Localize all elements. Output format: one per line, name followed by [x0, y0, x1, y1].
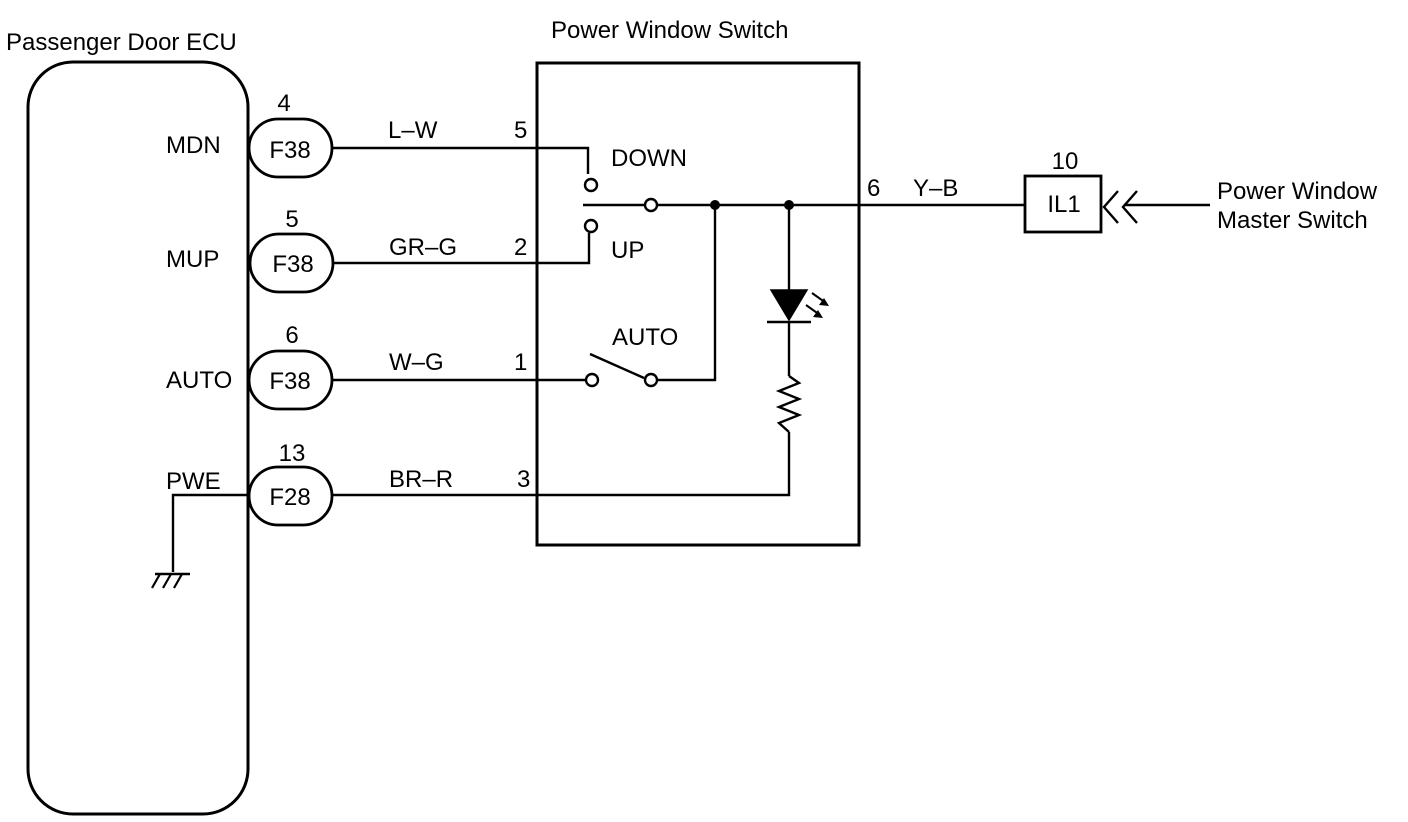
up-label: UP [611, 237, 644, 264]
connector-code: F38 [272, 251, 313, 278]
output-connector-box [1023, 174, 1103, 234]
switch-pin-label: 2 [514, 234, 527, 261]
down-label: DOWN [611, 145, 687, 172]
ecu-pin-mup: MUP [166, 246, 219, 273]
connector-pin-number: 5 [285, 206, 298, 233]
pwe-ground-wire [171, 493, 248, 572]
destination-line1: Power Window [1217, 178, 1378, 205]
ecu-box [26, 60, 250, 816]
resistor-icon [775, 375, 803, 433]
ground-icon [151, 572, 190, 589]
connector-auto: 6 F38 [247, 322, 334, 411]
output-wire-label: Y–B [913, 175, 958, 202]
output-connector-pin: 10 [1052, 148, 1079, 175]
junction-dot [710, 200, 720, 210]
auto-label: AUTO [612, 324, 678, 351]
connector-pin-number: 4 [277, 90, 290, 117]
wire-gr-g [333, 233, 591, 265]
connector-mup: 5 F38 [248, 206, 335, 294]
wire-color-label: L–W [388, 117, 438, 144]
wire-l-w [332, 146, 590, 174]
ecu-pin-pwe: PWE [166, 468, 221, 495]
connector-code: F38 [269, 368, 310, 395]
destination-line2: Master Switch [1217, 207, 1368, 234]
wire-color-label: BR–R [389, 466, 453, 493]
connector-code: F28 [269, 484, 310, 511]
switch-pin-label: 5 [514, 117, 527, 144]
common-contact [643, 197, 659, 213]
wire-br-r [332, 432, 791, 497]
switch-title: Power Window Switch [551, 17, 788, 44]
switch-pin-label: 3 [517, 466, 530, 493]
connector-arrow-icon [1102, 190, 1138, 224]
connector-pwe: 13 F28 [247, 440, 334, 527]
connector-pin-number: 6 [285, 322, 298, 349]
connector-pin-number: 13 [279, 440, 306, 467]
switch-pin-label: 1 [514, 349, 527, 376]
wire-color-label: W–G [389, 349, 444, 376]
output-connector-code: IL1 [1047, 191, 1080, 218]
ecu-pin-auto: AUTO [166, 367, 232, 394]
output-pin-label: 6 [867, 175, 880, 202]
auto-contact [584, 372, 600, 388]
down-contact [583, 177, 599, 193]
up-contact [583, 218, 599, 234]
auto-switch-blade [589, 352, 645, 380]
ecu-title: Passenger Door ECU [6, 29, 237, 56]
wire-color-label: GR–G [389, 234, 457, 261]
connector-code: F38 [269, 137, 310, 164]
auto-bus-wire [657, 205, 717, 382]
led-icon [767, 289, 829, 324]
ecu-pin-mdn: MDN [166, 132, 221, 159]
connector-mdn: 4 F38 [247, 90, 334, 179]
switch-box [535, 61, 861, 547]
auto-common-contact [643, 372, 659, 388]
